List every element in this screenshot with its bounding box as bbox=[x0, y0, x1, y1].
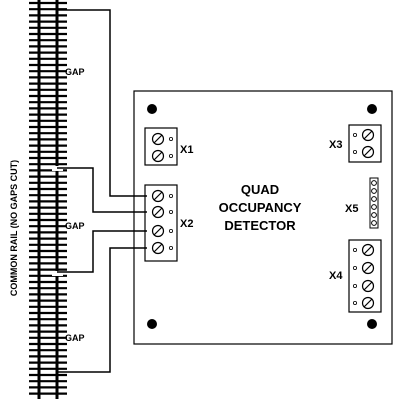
x1-terminal-block bbox=[144, 127, 178, 166]
wire-section-2 bbox=[57, 167, 147, 213]
rail-gap-mark bbox=[52, 271, 63, 276]
mounting-hole bbox=[147, 319, 157, 329]
board-title-line-2: OCCUPANCY bbox=[219, 200, 302, 215]
x3-terminal-block bbox=[348, 124, 382, 163]
header-pin bbox=[371, 188, 377, 194]
mounting-hole bbox=[367, 104, 377, 114]
wires bbox=[57, 9, 147, 373]
track-ties bbox=[29, 1, 67, 395]
x1-label: X1 bbox=[180, 144, 193, 156]
wire-section-3 bbox=[57, 230, 147, 273]
x4-terminal-block bbox=[348, 239, 382, 313]
gap-label-3: GAP bbox=[65, 333, 85, 343]
mounting-hole bbox=[147, 104, 157, 114]
x2-label: X2 bbox=[180, 218, 193, 230]
header-pin bbox=[371, 220, 377, 226]
x5-label: X5 bbox=[345, 203, 358, 215]
x5-header bbox=[369, 177, 379, 229]
board-title-line-1: QUAD bbox=[241, 182, 279, 197]
gap-label-1: GAP bbox=[65, 67, 85, 77]
x2-terminal-block bbox=[144, 184, 178, 262]
x3-label: X3 bbox=[329, 139, 342, 151]
header-pin bbox=[371, 196, 377, 202]
header-pin bbox=[371, 180, 377, 186]
board-title-line-3: DETECTOR bbox=[224, 218, 296, 233]
common-rail-label: COMMON RAIL (NO GAPS CUT) bbox=[9, 160, 19, 296]
wire-section-1 bbox=[57, 9, 147, 197]
x4-label: X4 bbox=[329, 270, 343, 282]
header-pin bbox=[371, 212, 377, 218]
mounting-hole bbox=[367, 319, 377, 329]
wire-section-4 bbox=[57, 247, 147, 373]
track bbox=[29, 0, 67, 399]
gap-label-2: GAP bbox=[65, 221, 85, 231]
header-pin bbox=[371, 204, 377, 210]
